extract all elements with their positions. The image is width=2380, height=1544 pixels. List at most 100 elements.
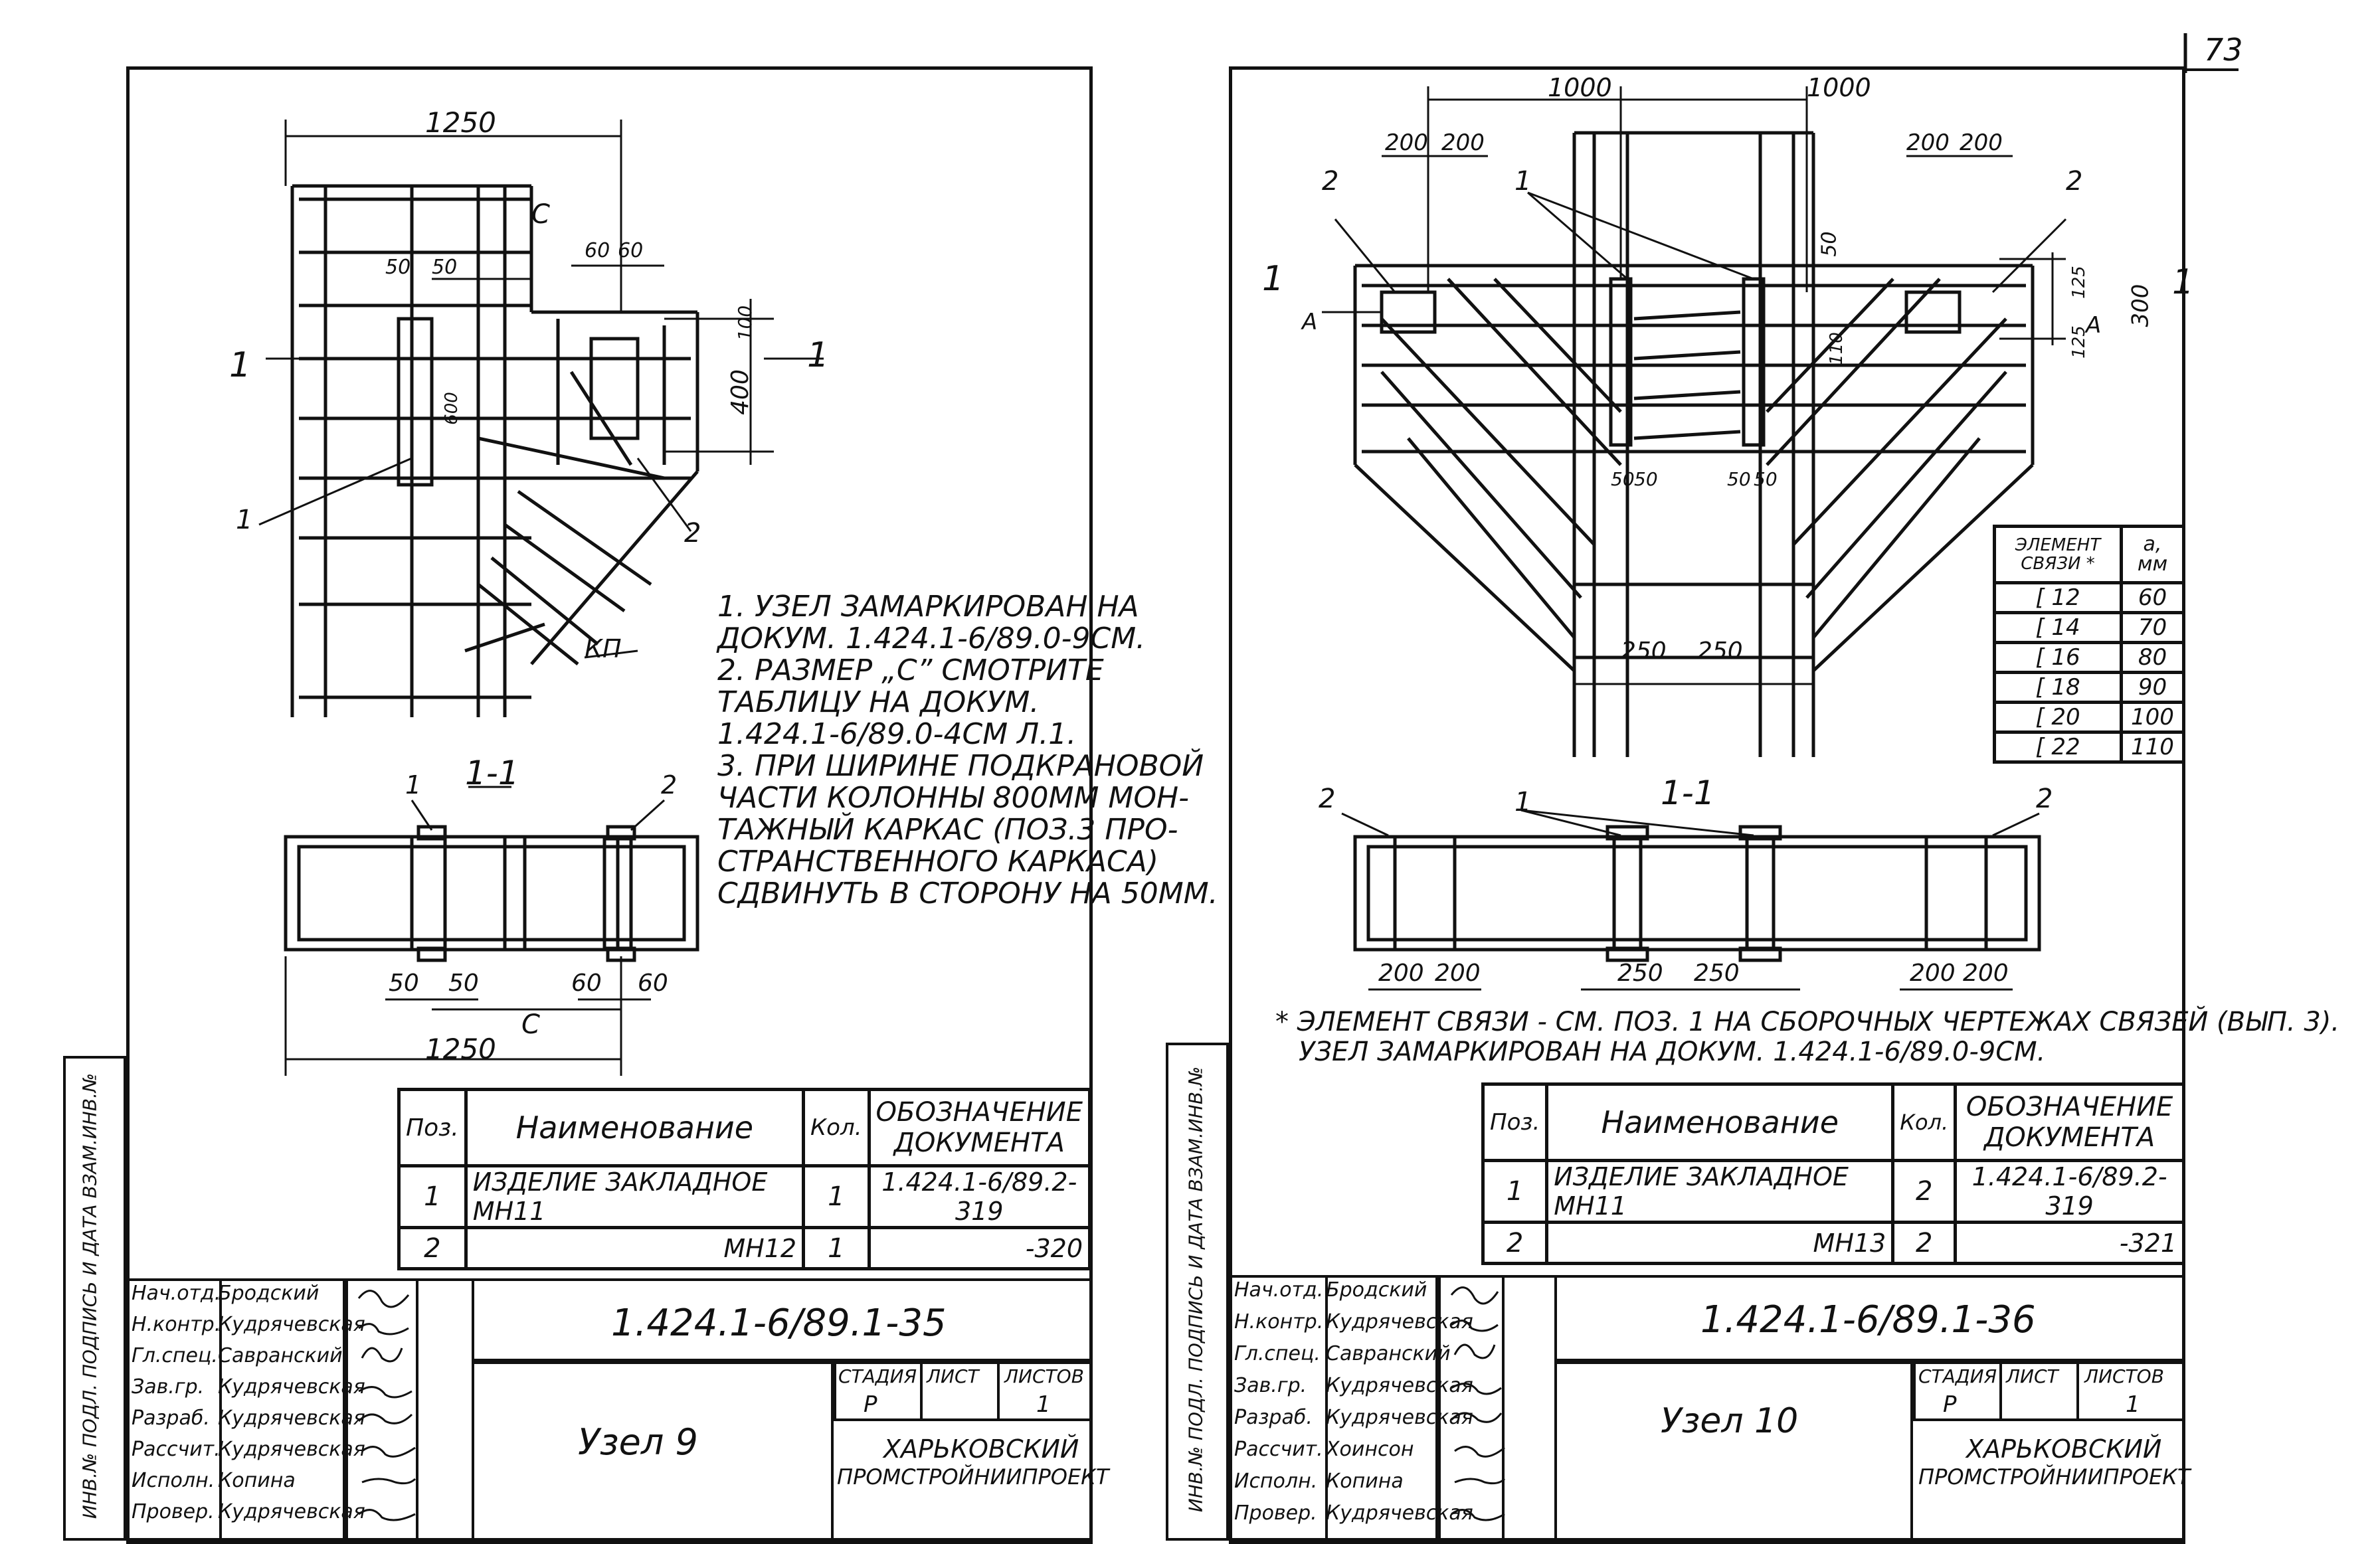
right-stage-value: Р bbox=[1943, 1391, 1957, 1418]
note-line: 1. Узел замаркирован на bbox=[717, 590, 1139, 624]
left-stage-label: Стадия bbox=[838, 1365, 917, 1387]
link-header-a: a, мм bbox=[2120, 525, 2185, 584]
link-header-element: Элемент связи * bbox=[1993, 525, 2123, 584]
role: Зав.гр. bbox=[1234, 1374, 1307, 1397]
r-dim-b200d: 200 bbox=[1963, 960, 2009, 987]
right-doc-number: 1.424.1-6/89.1-36 bbox=[1700, 1298, 2036, 1341]
role: Н.контр. bbox=[132, 1313, 221, 1336]
r-dim-alpha-left: a bbox=[1302, 309, 1318, 335]
name: Савранский bbox=[218, 1344, 343, 1367]
r-callout-2-left: 2 bbox=[1322, 166, 1339, 197]
spec-cell: 1 bbox=[1481, 1159, 1549, 1224]
notes-block: 1. Узел замаркирован на докум. 1.424.1-6… bbox=[717, 591, 1218, 910]
spec-header-name: Наименование bbox=[1545, 1082, 1895, 1162]
callout-pos2: 2 bbox=[684, 518, 701, 549]
link-cell: [ 16 bbox=[1993, 641, 2123, 674]
role: Гл.спец. bbox=[132, 1344, 218, 1367]
spec-cell: Изделие закладное МН11 bbox=[1545, 1159, 1895, 1224]
right-stage-label: Стадия bbox=[1918, 1365, 1997, 1387]
spec-header-name: Наименование bbox=[464, 1088, 806, 1167]
r-dim-m250b: 250 bbox=[1697, 638, 1743, 665]
left-org-line2: Промстройниипроект bbox=[837, 1464, 1109, 1490]
note-line: сдвинуть в сторону на 50мм. bbox=[717, 877, 1218, 910]
spec-cell: 2 bbox=[397, 1226, 468, 1270]
section-callout-2: 2 bbox=[661, 770, 678, 800]
spec-cell: 1.424.1-6/89.2-319 bbox=[1954, 1159, 2185, 1224]
r-dim-m50b: 50 bbox=[1634, 468, 1658, 490]
dim-b50a: 50 bbox=[389, 970, 419, 997]
name: Кудрячевская bbox=[1326, 1501, 1473, 1525]
name: Кудрячевская bbox=[218, 1500, 365, 1523]
left-sheet-label: Лист bbox=[927, 1365, 979, 1387]
note-line: части колонны 800мм мон- bbox=[717, 781, 1189, 815]
right-spec-table: Поз. Наименование Кол. Обозначение докум… bbox=[1481, 1082, 2185, 1265]
name: Бродский bbox=[1326, 1278, 1427, 1302]
footnote-2: Узел замаркирован на докум. 1.424.1-6/89… bbox=[1299, 1037, 2046, 1067]
spec-header-doc: Обозначение документа bbox=[867, 1088, 1092, 1167]
right-docnum-cell bbox=[1554, 1275, 2185, 1361]
r-dim-b200c: 200 bbox=[1910, 960, 1956, 987]
page-number: 73 bbox=[2204, 32, 2243, 68]
role: Гл.спец. bbox=[1234, 1342, 1321, 1365]
left-org-line1: Харьковский bbox=[883, 1434, 1079, 1464]
name: Кудрячевская bbox=[1326, 1406, 1473, 1429]
link-cell: [ 22 bbox=[1993, 730, 2123, 764]
r-dim-200a: 200 bbox=[1385, 129, 1428, 156]
spec-header-doc: Обозначение документа bbox=[1954, 1082, 2185, 1162]
note-line: тажный каркас (поз.3 про- bbox=[717, 813, 1178, 847]
r-dim-b250a: 250 bbox=[1617, 960, 1663, 987]
right-sheets-value: 1 bbox=[2126, 1391, 2140, 1418]
spec-cell: МН13 bbox=[1545, 1221, 1895, 1265]
spec-header-pos: Поз. bbox=[1481, 1082, 1549, 1162]
link-cell: 100 bbox=[2120, 701, 2185, 734]
left-sheets-value: 1 bbox=[1036, 1391, 1051, 1418]
right-sheet-label: Лист bbox=[2006, 1365, 2059, 1387]
spec-header-qty: Кол. bbox=[802, 1088, 871, 1167]
dim-60b: 60 bbox=[618, 239, 644, 262]
name: Кудрячевская bbox=[1326, 1310, 1473, 1333]
left-docnum-cell bbox=[472, 1278, 1093, 1361]
r-section-mark-right: 1 bbox=[2172, 262, 2195, 302]
left-sheets-label: Листов bbox=[1004, 1365, 1084, 1387]
name: Кудрячевская bbox=[218, 1375, 365, 1399]
spec-cell: 2 bbox=[1481, 1221, 1549, 1265]
role: Рассчит. bbox=[132, 1438, 221, 1461]
r-dim-m50d: 50 bbox=[1754, 468, 1778, 490]
name: Кудрячевская bbox=[218, 1313, 365, 1336]
right-stage-sep1 bbox=[1999, 1361, 2079, 1421]
name: Кудрячевская bbox=[1326, 1374, 1473, 1397]
role: Исполн. bbox=[1234, 1470, 1318, 1493]
role: Исполн. bbox=[132, 1469, 215, 1492]
spec-cell: 2 bbox=[1891, 1159, 1958, 1224]
name: Кудрячевская bbox=[218, 1407, 365, 1430]
role: Провер. bbox=[1234, 1501, 1317, 1525]
r-dim-b200a: 200 bbox=[1378, 960, 1424, 987]
spec-cell: МН12 bbox=[464, 1226, 806, 1270]
role: Нач.отд. bbox=[1234, 1278, 1324, 1302]
r-section-callout-2l: 2 bbox=[1319, 784, 1336, 814]
section-callout-1: 1 bbox=[405, 770, 422, 800]
name: Копина bbox=[1326, 1470, 1404, 1493]
name: Копина bbox=[218, 1469, 296, 1492]
link-cell: 80 bbox=[2120, 641, 2185, 674]
spec-cell: Изделие закладное МН11 bbox=[464, 1164, 806, 1229]
left-node-title: Узел 9 bbox=[578, 1421, 698, 1463]
dim-50a: 50 bbox=[385, 256, 411, 279]
r-dim-b200b: 200 bbox=[1435, 960, 1481, 987]
name: Хоинсон bbox=[1326, 1438, 1414, 1461]
role: Н.контр. bbox=[1234, 1310, 1324, 1333]
left-stage-sep1 bbox=[920, 1361, 1000, 1421]
link-cell: 110 bbox=[2120, 730, 2185, 764]
link-cell: [ 14 bbox=[1993, 611, 2123, 644]
spec-cell: 1.424.1-6/89.2-319 bbox=[867, 1164, 1092, 1229]
r-dim-1000a: 1000 bbox=[1548, 73, 1612, 102]
link-cell: [ 20 bbox=[1993, 701, 2123, 734]
dim-1250-top: 1250 bbox=[425, 106, 496, 139]
role: Провер. bbox=[132, 1500, 215, 1523]
r-section-mark-left: 1 bbox=[1262, 259, 1285, 299]
link-cell: 90 bbox=[2120, 671, 2185, 704]
right-org-line2: Промстройниипроект bbox=[1918, 1464, 2191, 1490]
